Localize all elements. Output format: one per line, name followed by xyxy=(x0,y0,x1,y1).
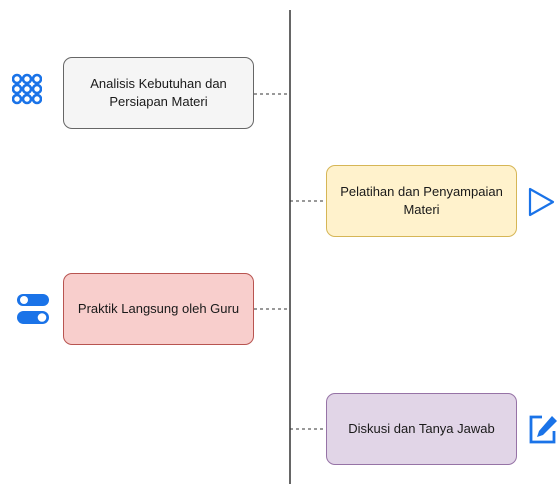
step-label: Analisis Kebutuhan dan Persiapan Materi xyxy=(90,76,227,109)
step-praktik-langsung: Praktik Langsung oleh Guru xyxy=(63,273,254,345)
step-diskusi: Diskusi dan Tanya Jawab xyxy=(326,393,517,465)
toggle-switch-icon xyxy=(17,294,49,324)
step-label: Pelatihan dan Penyampaian Materi xyxy=(340,184,503,217)
step-label: Diskusi dan Tanya Jawab xyxy=(348,421,495,436)
step-pelatihan: Pelatihan dan Penyampaian Materi xyxy=(326,165,517,237)
play-triangle-icon xyxy=(528,187,555,217)
grid-dots-icon xyxy=(12,73,42,105)
step-label: Praktik Langsung oleh Guru xyxy=(77,301,240,316)
step-analisis-kebutuhan: Analisis Kebutuhan dan Persiapan Materi xyxy=(63,57,254,129)
edit-pencil-icon xyxy=(529,415,557,444)
